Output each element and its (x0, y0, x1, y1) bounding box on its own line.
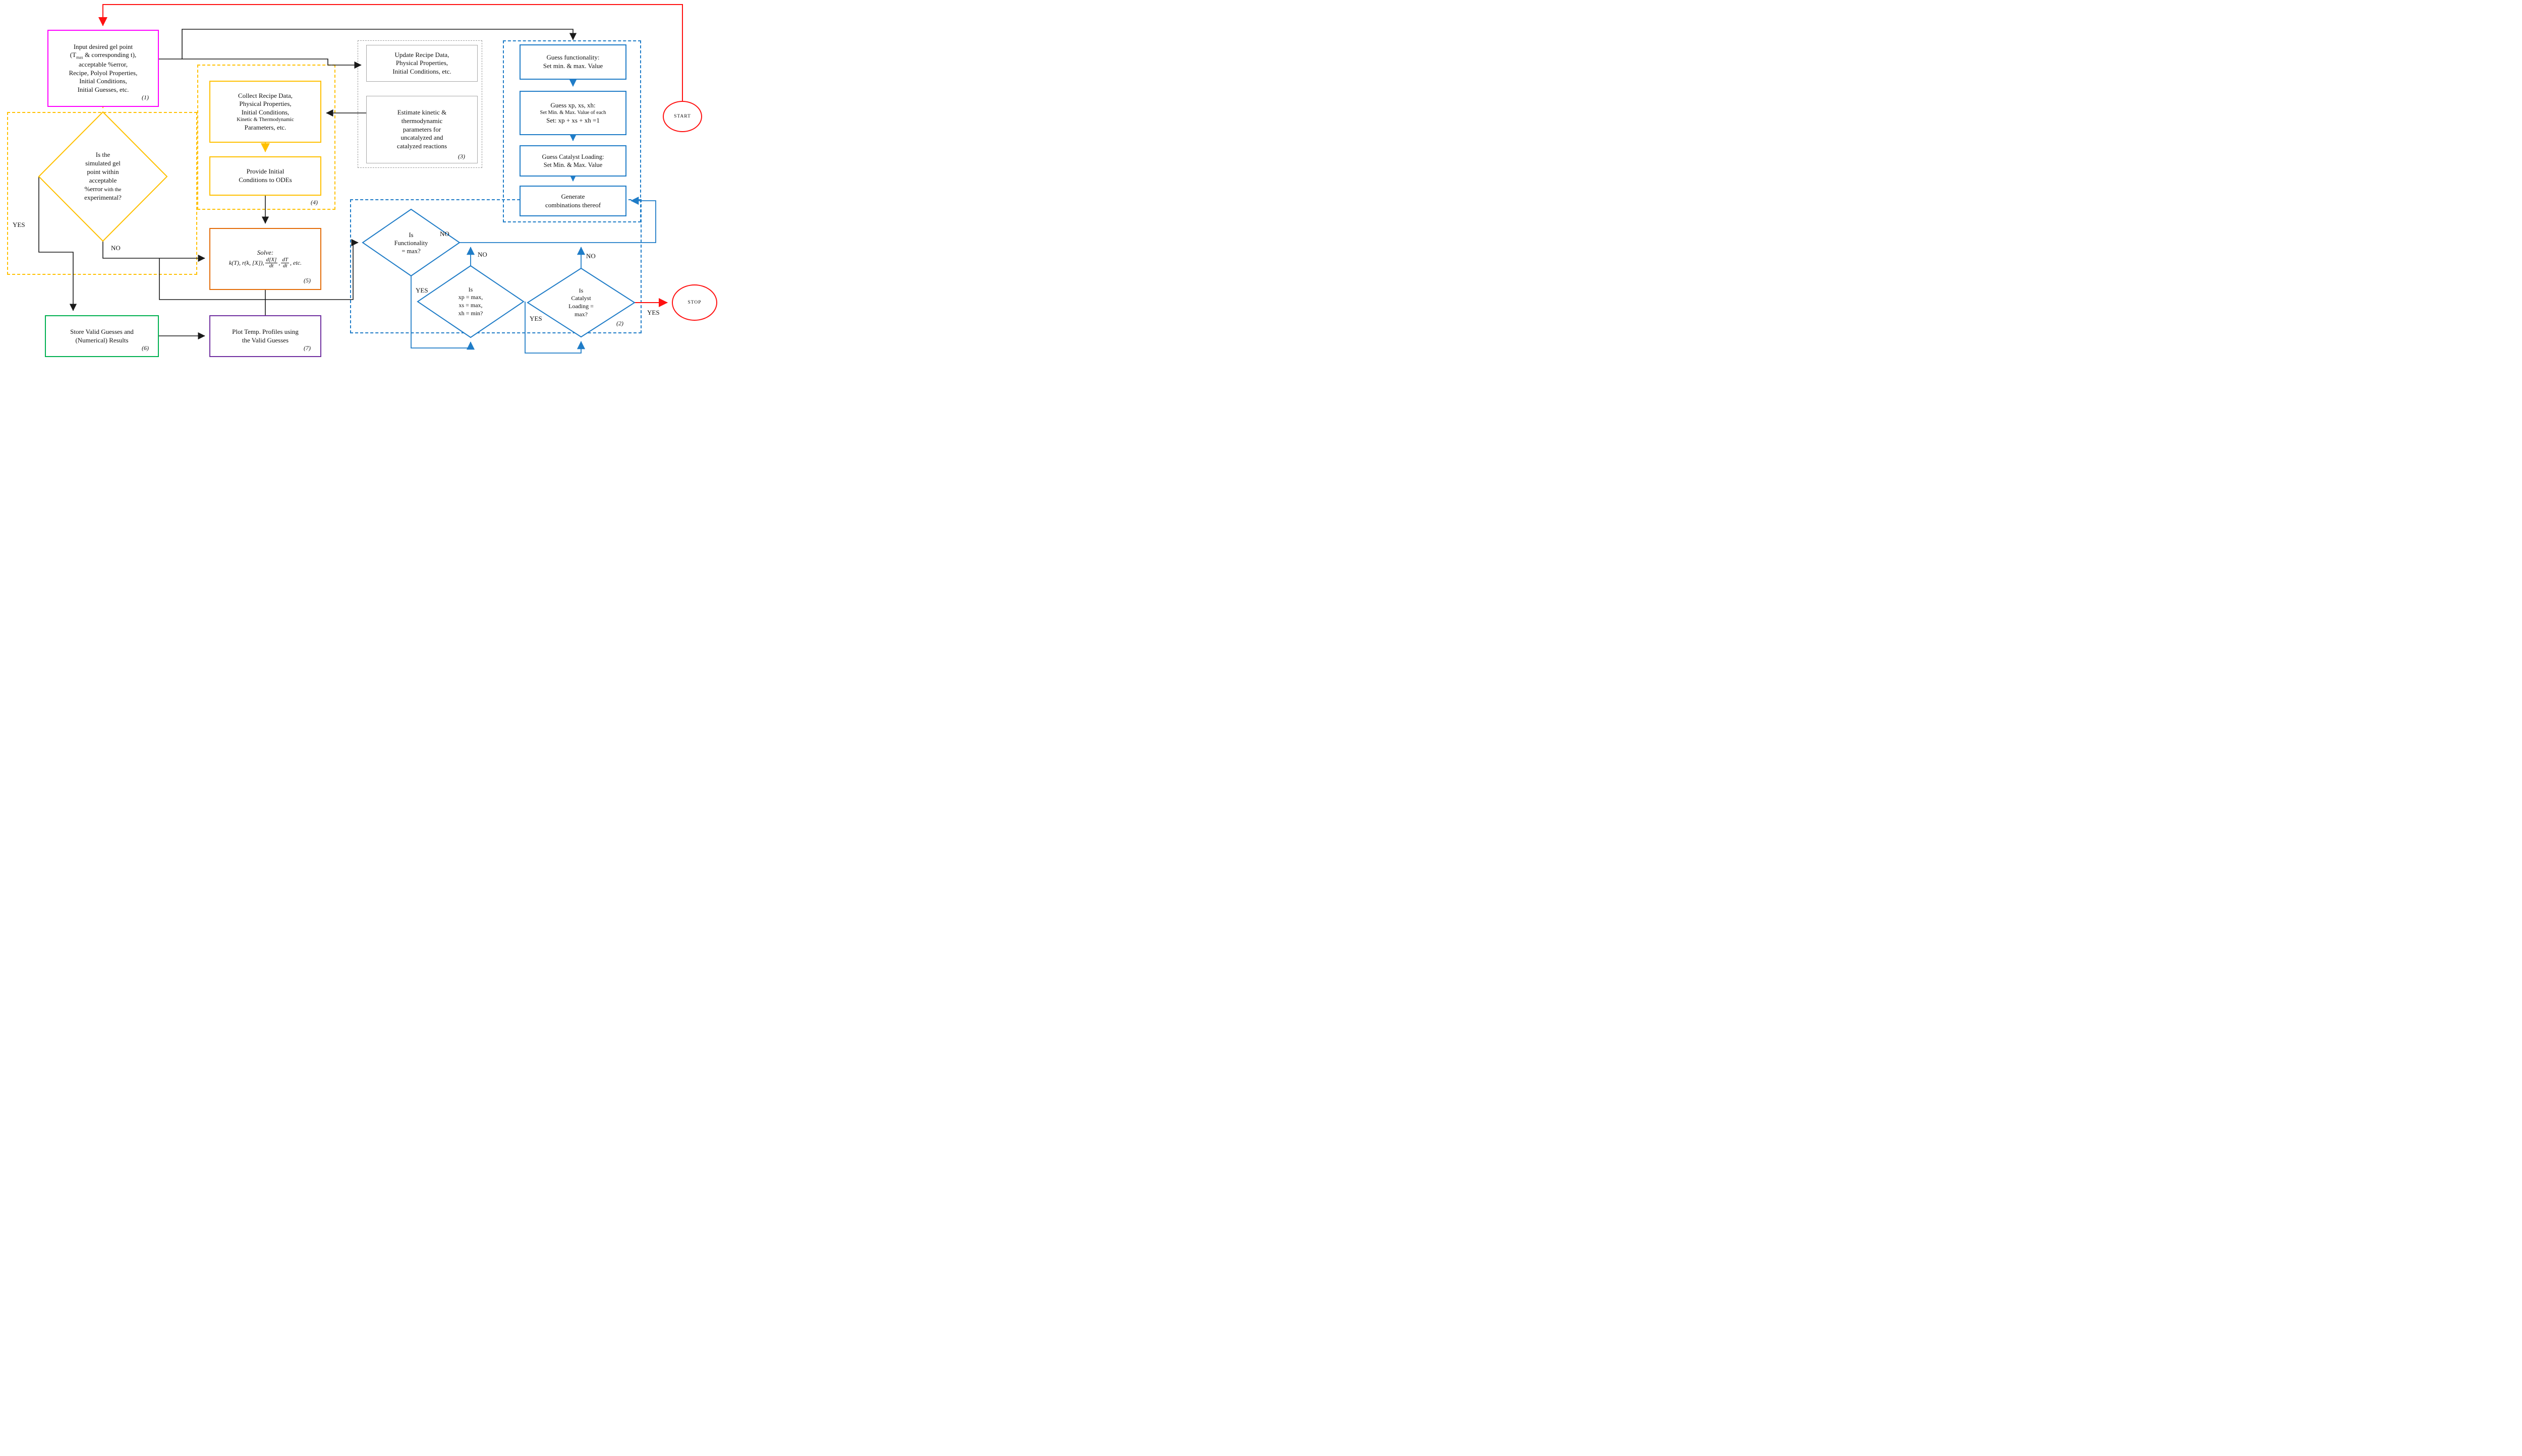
estimate-line: parameters for (403, 125, 441, 133)
edge-frac-yes-to-cat-check (525, 302, 586, 354)
collect-line: Initial Conditions, (241, 108, 290, 116)
start-label: START (674, 114, 691, 119)
loop-checks-container (350, 199, 642, 333)
flowchart-canvas: Input desired gel point (Tmax & correspo… (0, 0, 722, 364)
provide-box: Provide Initial Conditions to ODEs (209, 156, 321, 196)
edge-gel-no-to-solve (102, 241, 205, 262)
gel-check-text: Is the simulated gel point within accept… (84, 151, 122, 201)
guessf-line: Guess functionality: (546, 53, 600, 62)
solve-eq-part: , (278, 259, 280, 267)
plot-line: Plot Temp. Profiles using (232, 327, 299, 335)
guess-boxes-container (503, 40, 641, 222)
input-line: (Tmax & corresponding t), (70, 51, 137, 60)
cat-yes-label: YES (647, 309, 660, 316)
provide-line: Conditions to ODEs (239, 176, 292, 184)
stop-terminal: STOP (672, 284, 717, 321)
edge-input-to-guess-functionality (182, 29, 577, 59)
func-check-text: Is Functionality = max? (394, 231, 428, 255)
tag-6: (6) (142, 344, 149, 352)
dXdt-fraction: d[X]dt (265, 256, 278, 269)
input-line: Recipe, Polyol Properties, (69, 69, 138, 77)
update-estimate-container (358, 40, 482, 168)
collect-provide-container (197, 65, 335, 210)
collect-box: Collect Recipe Data, Physical Properties… (209, 81, 321, 143)
tag-5: (5) (304, 277, 311, 284)
guesscat-line: Set Min. & Max. Value (543, 161, 603, 168)
edge-no-branch-to-func-check (159, 239, 359, 300)
solve-eq-part: , etc. (290, 259, 302, 267)
gel-no-label: NO (111, 244, 121, 252)
solve-title: Solve: (257, 249, 274, 257)
guessxp-line: Guess xp, xs, xh: (550, 101, 596, 109)
gel-yes-label: YES (13, 221, 25, 228)
stop-label: STOP (687, 300, 702, 305)
edge-input-to-update (159, 59, 362, 69)
edge-no-loop-to-generate (460, 196, 656, 243)
input-line: Initial Guesses, etc. (77, 85, 129, 93)
plot-line: the Valid Guesses (242, 336, 289, 344)
store-box: Store Valid Guesses and (Numerical) Resu… (45, 315, 159, 357)
guessxp-line: Set: xp + xs + xh =1 (546, 116, 600, 124)
catalyst-check-diamond (527, 267, 636, 338)
tag-2: (2) (616, 320, 623, 327)
input-line: Initial Conditions, (79, 77, 127, 85)
func-check-diamond (362, 208, 461, 277)
cat-no-label: NO (586, 252, 596, 260)
solve-eq-part: k(T), r(k, [X]), (228, 259, 264, 267)
gel-check-diamond (38, 111, 168, 242)
tag-4: (4) (311, 199, 318, 206)
estimate-line: catalyzed reactions (396, 142, 447, 150)
update-box: Update Recipe Data, Physical Properties,… (366, 45, 478, 82)
collect-line: Parameters, etc. (244, 123, 286, 131)
guesscat-line: Guess Catalyst Loading: (542, 153, 604, 160)
store-line: (Numerical) Results (75, 336, 129, 344)
func-no-label: NO (440, 230, 449, 238)
frac-check-diamond (417, 265, 525, 338)
generate-line: combinations thereof (545, 201, 601, 209)
connector-layer (38, 4, 683, 354)
provide-line: Provide Initial (246, 167, 284, 176)
func-yes-label: YES (416, 286, 428, 294)
update-line: Initial Conditions, etc. (392, 67, 451, 75)
tag-1: (1) (142, 94, 149, 101)
update-line: Update Recipe Data, (394, 50, 449, 59)
guess-catalyst-box: Guess Catalyst Loading: Set Min. & Max. … (520, 145, 626, 177)
store-line: Store Valid Guesses and (70, 327, 134, 335)
update-line: Physical Properties, (395, 59, 448, 67)
generate-box: Generate combinations thereof (520, 186, 626, 216)
frac-no-label: NO (478, 251, 487, 258)
collect-line: Kinetic & Thermodynamic (237, 117, 294, 123)
generate-line: Generate (561, 192, 585, 200)
guessf-line: Set min. & max. Value (543, 62, 603, 70)
estimate-line: uncatalyzed and (400, 134, 443, 142)
estimate-line: thermodynamic (401, 117, 443, 125)
input-line: acceptable %error, (79, 60, 128, 68)
input-box: Input desired gel point (Tmax & correspo… (47, 30, 159, 107)
collect-line: Collect Recipe Data, (238, 91, 293, 99)
input-line: Input desired gel point (73, 42, 133, 50)
estimate-box: Estimate kinetic & thermodynamic paramet… (366, 96, 478, 163)
catalyst-check-text: Is Catalyst Loading = max? (568, 286, 594, 318)
edge-gel-yes-to-store (38, 177, 77, 311)
collect-line: Physical Properties, (239, 100, 292, 108)
plot-box: Plot Temp. Profiles using the Valid Gues… (209, 315, 321, 357)
frac-yes-label: YES (530, 315, 542, 322)
edge-start-to-input (98, 4, 683, 101)
tag-7: (7) (304, 344, 311, 352)
guess-functionality-box: Guess functionality: Set min. & max. Val… (520, 44, 626, 80)
tag-3: (3) (458, 153, 465, 160)
guessxp-line: Set Min. & Max. Value of each (540, 110, 606, 116)
guess-fractions-box: Guess xp, xs, xh: Set Min. & Max. Value … (520, 91, 626, 135)
edge-func-yes-to-frac-check (411, 276, 475, 350)
start-terminal: START (663, 101, 702, 132)
frac-check-text: Is xp = max, xs = max, xh = min? (458, 285, 483, 317)
estimate-line: Estimate kinetic & (397, 108, 447, 117)
